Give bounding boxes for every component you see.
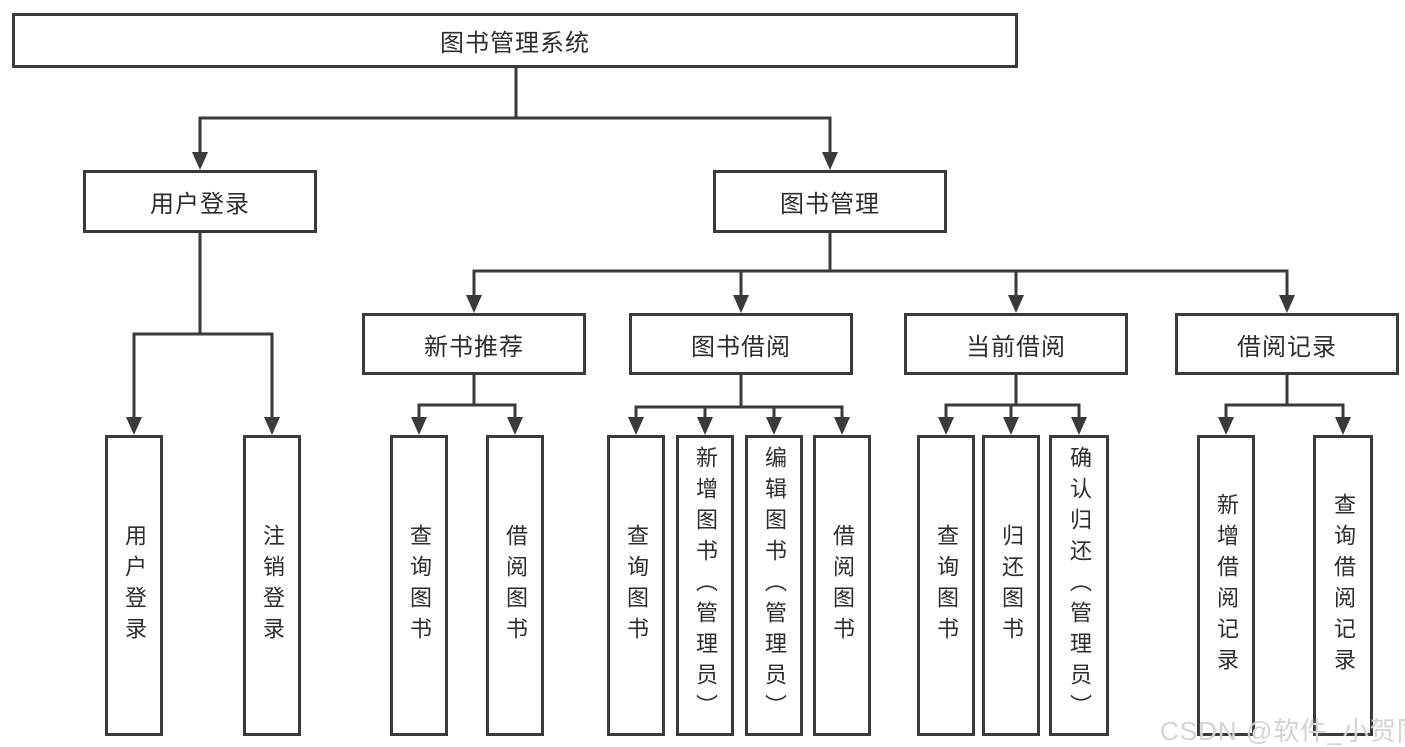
connector-book-management-to-level3 (466, 233, 1295, 313)
connector-user-login-to-leaves (126, 233, 280, 435)
node-new-book-recommendation: 新书推荐 (362, 313, 586, 375)
leaf-query-books-current: 查询图书 (917, 435, 975, 736)
leaf-query-books-recommend: 查询图书 (390, 435, 448, 736)
node-book-management: 图书管理 (713, 170, 947, 233)
leaf-borrow-books-recommend: 借阅图书 (486, 435, 544, 736)
leaf-add-borrow-record: 新增借阅记录 (1197, 435, 1255, 736)
leaf-query-books-borrowing: 查询图书 (607, 435, 665, 736)
leaf-confirm-return-admin: 确认归还（管理员） (1049, 435, 1109, 736)
csdn-watermark: CSDN @软件_小贺同学 (1160, 716, 1405, 746)
node-current-borrowing: 当前借阅 (904, 313, 1128, 375)
node-borrowing-records: 借阅记录 (1175, 313, 1399, 375)
leaf-logout: 注销登录 (243, 435, 301, 736)
connector-new-book-recommendation-to-leaves (411, 375, 523, 435)
leaf-add-book-admin: 新增图书（管理员） (676, 435, 734, 736)
connector-book-borrowing-to-leaves (628, 375, 850, 435)
leaf-query-borrow-record: 查询借阅记录 (1313, 435, 1373, 736)
connector-root-to-level2 (192, 68, 838, 170)
node-book-borrowing: 图书借阅 (629, 313, 853, 375)
connector-borrowing-records-to-leaves (1218, 375, 1351, 435)
leaf-user-login: 用户登录 (105, 435, 163, 736)
node-library-management-system: 图书管理系统 (12, 13, 1018, 68)
connector-current-borrowing-to-leaves (938, 375, 1087, 435)
leaf-return-books: 归还图书 (982, 435, 1040, 736)
leaf-edit-book-admin: 编辑图书（管理员） (745, 435, 803, 736)
node-user-login: 用户登录 (83, 170, 317, 233)
leaf-borrow-books-borrowing: 借阅图书 (813, 435, 871, 736)
